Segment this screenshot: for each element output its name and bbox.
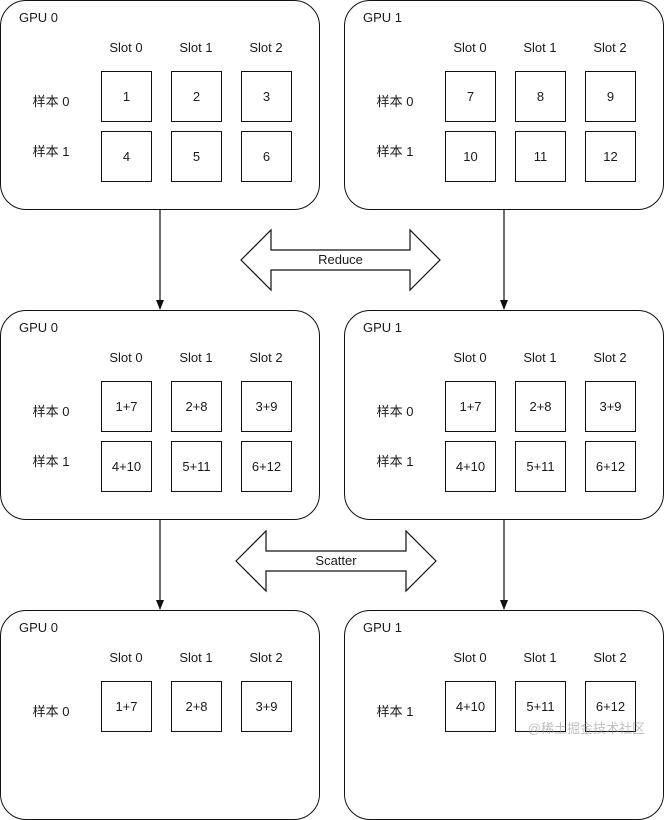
cell-r0-c2: 6+12 [585, 681, 636, 732]
cell-r1-c2: 6+12 [585, 441, 636, 492]
gpu-panel-1: GPU 1 Slot 0 Slot 1 Slot 2 样本 1 4+10 5+11 6+12 [344, 610, 664, 820]
cell-r0-c0: 1 [101, 71, 152, 122]
sample-row-label-0: 样本 0 [376, 94, 414, 109]
cell-r0-c0: 7 [445, 71, 496, 122]
reduce-double-arrow [240, 228, 441, 292]
slot-header-2: Slot 2 [593, 650, 627, 665]
slot-header-2: Slot 2 [249, 40, 283, 55]
cell-r1-c1: 5 [171, 131, 222, 182]
cell-r1-c0: 4 [101, 131, 152, 182]
gpu-title: GPU 1 [363, 10, 403, 25]
slot-header-1: Slot 1 [179, 650, 213, 665]
sample-row-label-1: 样本 1 [32, 144, 70, 159]
slot-header-0: Slot 0 [109, 650, 143, 665]
cell-r0-c2: 3+9 [241, 381, 292, 432]
sample-row-label-0: 样本 0 [32, 704, 70, 719]
cell-r1-c2: 12 [585, 131, 636, 182]
slot-header-0: Slot 0 [453, 350, 487, 365]
cell-r0-c1: 2+8 [171, 381, 222, 432]
sample-row-label-0: 样本 0 [32, 404, 70, 419]
gpu-title: GPU 1 [363, 320, 403, 335]
cell-r0-c0: 1+7 [101, 381, 152, 432]
cell-r1-c1: 11 [515, 131, 566, 182]
watermark: @稀土掘金技术社区 [527, 721, 645, 736]
scatter-double-arrow [235, 529, 437, 593]
cell-r1-c0: 4+10 [445, 441, 496, 492]
reduce-label: Reduce [318, 252, 363, 267]
cell-r1-c2: 6+12 [241, 441, 292, 492]
cell-r0-c1: 2+8 [515, 381, 566, 432]
slot-header-1: Slot 1 [523, 650, 557, 665]
cell-r0-c1: 8 [515, 71, 566, 122]
sample-row-label-0: 样本 0 [376, 404, 414, 419]
cell-r0-c1: 2 [171, 71, 222, 122]
slot-header-0: Slot 0 [453, 40, 487, 55]
cell-r1-c1: 5+11 [171, 441, 222, 492]
cell-r0-c2: 3 [241, 71, 292, 122]
slot-header-2: Slot 2 [249, 650, 283, 665]
cell-r0-c1: 5+11 [515, 681, 566, 732]
connectors [156, 210, 508, 610]
cell-r1-c0: 4+10 [101, 441, 152, 492]
cell-r0-c0: 4+10 [445, 681, 496, 732]
slot-header-0: Slot 0 [453, 650, 487, 665]
cell-r1-c0: 10 [445, 131, 496, 182]
cell-r0-c2: 9 [585, 71, 636, 122]
gpu-title: GPU 0 [19, 10, 59, 25]
slot-header-2: Slot 2 [593, 40, 627, 55]
gpu-title: GPU 0 [19, 620, 59, 635]
slot-header-1: Slot 1 [179, 350, 213, 365]
cell-r0-c0: 1+7 [445, 381, 496, 432]
slot-header-2: Slot 2 [249, 350, 283, 365]
slot-header-1: Slot 1 [179, 40, 213, 55]
slot-header-0: Slot 0 [109, 40, 143, 55]
gpu-panel-0: GPU 0 Slot 0 Slot 1 Slot 2 样本 0 1+7 2+8 3+9 样本 1… [0, 310, 320, 520]
gpu-panel-0: GPU 0 Slot 0 Slot 1 Slot 2 样本 0 1+7 2+8 3+9 [0, 610, 320, 820]
slot-header-2: Slot 2 [593, 350, 627, 365]
slot-header-1: Slot 1 [523, 40, 557, 55]
cell-r1-c2: 6 [241, 131, 292, 182]
slot-header-1: Slot 1 [523, 350, 557, 365]
cell-r0-c2: 3+9 [241, 681, 292, 732]
cell-r1-c1: 5+11 [515, 441, 566, 492]
cell-r0-c0: 1+7 [101, 681, 152, 732]
slot-header-0: Slot 0 [109, 350, 143, 365]
sample-row-label-1: 样本 1 [376, 454, 414, 469]
scatter-label: Scatter [315, 553, 357, 568]
sample-row-label-0: 样本 1 [376, 704, 414, 719]
cell-r0-c2: 3+9 [585, 381, 636, 432]
cell-r0-c1: 2+8 [171, 681, 222, 732]
gpu-panel-1: GPU 1 Slot 0 Slot 1 Slot 2 样本 0 1+7 2+8 3+9 样本 1… [344, 310, 664, 520]
sample-row-label-0: 样本 0 [32, 94, 70, 109]
gpu-title: GPU 1 [363, 620, 403, 635]
gpu-title: GPU 0 [19, 320, 59, 335]
sample-row-label-1: 样本 1 [32, 454, 70, 469]
sample-row-label-1: 样本 1 [376, 144, 414, 159]
